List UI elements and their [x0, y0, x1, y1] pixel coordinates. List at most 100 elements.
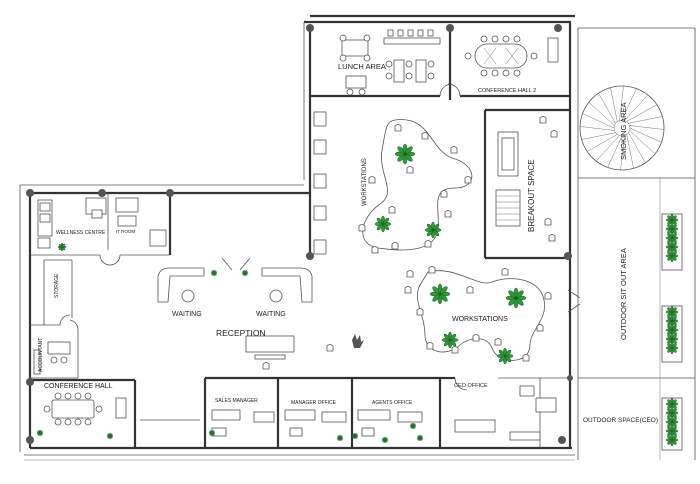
chair	[388, 206, 396, 214]
wall-desk	[313, 239, 327, 255]
plant-icon	[336, 434, 344, 442]
plant-icon	[416, 434, 424, 442]
plant-icon	[210, 269, 218, 277]
stair-tread	[629, 130, 656, 155]
stair-tread	[610, 87, 618, 122]
workstation-cluster-lower	[417, 270, 545, 361]
wall-desk	[313, 205, 327, 221]
label-it-room: IT ROOM	[116, 229, 135, 234]
label-wellness-centre: WELLNESS CENTRE	[56, 230, 106, 236]
plant-icon	[665, 341, 679, 355]
chair	[494, 338, 502, 346]
stair-tread	[619, 85, 624, 121]
chair	[450, 146, 458, 154]
waiting-sofas	[157, 267, 313, 303]
label-workstations-lower: WORKSTATIONS	[452, 316, 508, 323]
stair-tread	[579, 126, 615, 131]
chair	[371, 246, 379, 254]
chair	[358, 224, 366, 232]
chair	[536, 324, 544, 332]
chair	[451, 346, 459, 354]
chair	[544, 292, 552, 300]
plants-layer	[36, 143, 679, 447]
chairs-layer	[262, 111, 558, 370]
conference-hall-2-furniture	[464, 35, 559, 77]
plant-icon	[665, 397, 679, 411]
label-conference-hall: CONFERENCE HALL	[44, 383, 113, 390]
stair-tread	[595, 135, 620, 162]
plant-icon	[665, 222, 679, 236]
stair-tread	[629, 125, 665, 130]
plant-icon	[665, 323, 679, 337]
breakout-furniture	[495, 131, 521, 227]
plant-icon	[665, 249, 679, 263]
plant-icon	[106, 432, 114, 440]
stair-tread	[628, 116, 663, 124]
room-labels: LUNCH AREA CONFERENCE HALL 2 SMOKING ARE…	[38, 62, 658, 424]
chair	[472, 334, 480, 342]
stair-tread	[624, 94, 649, 121]
chair	[440, 190, 448, 198]
chair	[501, 268, 509, 276]
chair	[428, 266, 436, 274]
chair	[466, 286, 474, 294]
plant-icon	[374, 215, 392, 233]
structural-columns	[26, 24, 573, 444]
chair	[326, 344, 334, 352]
plant-icon	[665, 314, 679, 328]
label-waiting-right: WAITING	[256, 311, 286, 318]
label-workstations-upper: WORKSTATIONS	[362, 158, 368, 206]
label-sales-manager: SALES MANAGER	[215, 398, 258, 404]
plant-icon	[57, 242, 67, 252]
plant-icon	[409, 422, 417, 430]
reception-desk	[245, 335, 295, 360]
stair-tread	[621, 88, 637, 121]
label-breakout-space: BREAKOUT SPACE	[527, 159, 536, 232]
label-reception: RECEPTION	[216, 328, 266, 338]
label-outdoor-sit-out-area: OUTDOOR SIT OUT AREA	[619, 248, 628, 340]
stair-tread	[582, 113, 615, 129]
plant-icon	[381, 436, 389, 444]
chair	[522, 354, 530, 362]
chair	[406, 270, 414, 278]
plant-icon	[665, 433, 679, 447]
chair	[406, 166, 414, 174]
wall-desk	[313, 139, 327, 155]
plant-icon	[429, 283, 451, 305]
workstation-cluster-upper	[362, 119, 473, 251]
chair	[262, 362, 270, 370]
stair-tread	[581, 132, 616, 140]
chair	[391, 242, 399, 250]
plant-icon	[665, 424, 679, 438]
stair-tread	[626, 134, 634, 169]
chair	[548, 234, 556, 242]
label-conference-hall-2: CONFERENCE HALL 2	[478, 88, 536, 94]
decor-symbol	[352, 334, 364, 348]
plant-icon	[394, 143, 416, 165]
plant-icon	[36, 429, 44, 437]
wellness-it-furniture	[37, 197, 167, 249]
stair-tread	[628, 132, 646, 163]
wall-desk	[313, 111, 327, 127]
office-desks	[211, 385, 557, 441]
chair	[368, 176, 376, 184]
label-manager-office: MANAGER OFFICE	[291, 400, 337, 406]
label-lunch-area: LUNCH AREA	[338, 62, 386, 71]
chair	[424, 240, 432, 248]
stair-tread	[598, 93, 616, 124]
chair	[426, 342, 434, 350]
conference-hall-furniture	[43, 392, 127, 426]
label-ceo-office: CEO OFFICE	[454, 383, 488, 389]
plant-icon	[424, 221, 442, 239]
stair-tread	[607, 135, 623, 168]
plant-icon	[351, 432, 359, 440]
smoking-area-spiral-stair	[579, 85, 665, 171]
plant-icon	[665, 213, 679, 227]
chair	[539, 116, 547, 124]
chair	[404, 286, 412, 294]
label-outdoor-space-ceo: OUTDOOR SPACE(CEO)	[583, 417, 658, 424]
plant-icon	[496, 347, 514, 365]
chair	[416, 308, 424, 316]
lunch-area-furniture	[339, 29, 441, 96]
